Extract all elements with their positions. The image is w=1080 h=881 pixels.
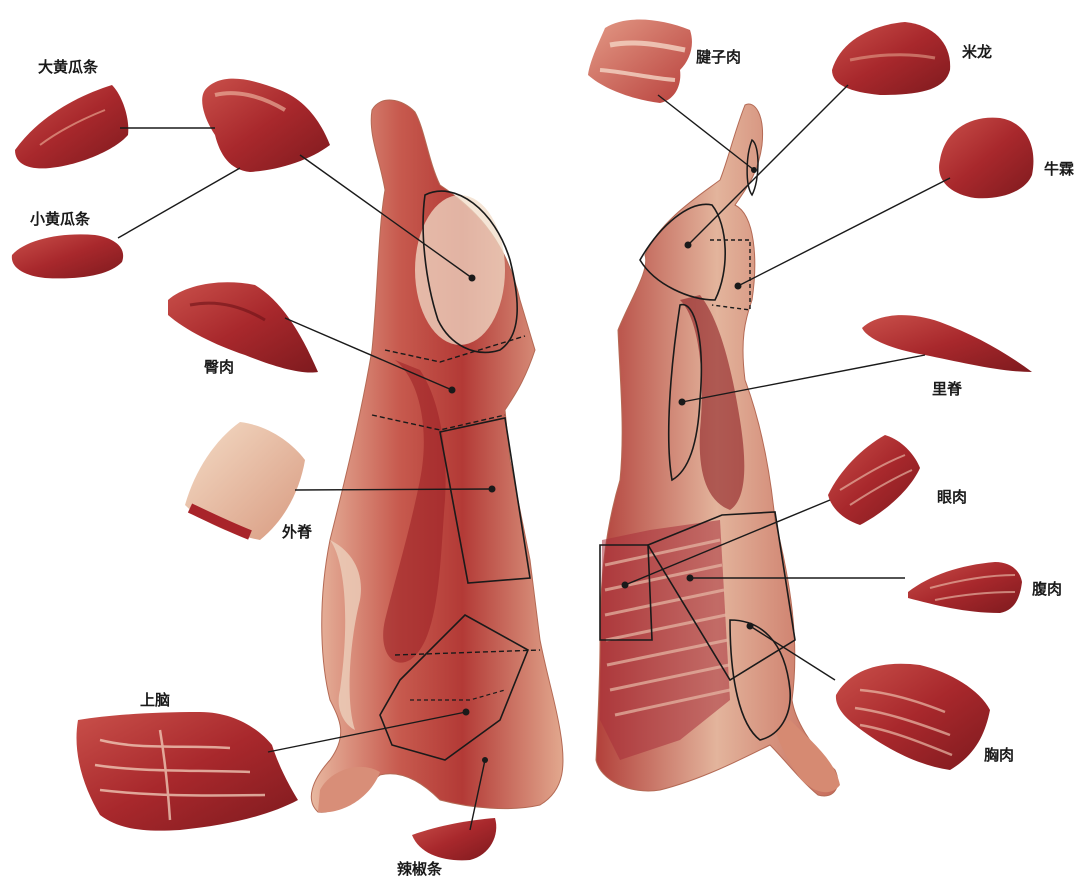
cut-niu-lin <box>939 118 1033 199</box>
cut-yan-rou <box>828 435 920 525</box>
label-xiong-rou: 胸肉 <box>984 748 1014 763</box>
label-la-jiao-tiao: 辣椒条 <box>397 862 442 877</box>
cut-da-huanggua-tiao <box>15 85 128 168</box>
left-carcass <box>311 100 563 812</box>
label-yan-rou: 眼肉 <box>937 490 967 505</box>
label-xiao-huanggua-tiao: 小黄瓜条 <box>30 212 90 227</box>
cut-li-ji <box>862 315 1032 372</box>
label-fu-rou: 腹肉 <box>1032 582 1062 597</box>
label-jian-zi-rou: 腱子肉 <box>696 50 741 65</box>
label-da-huanggua-tiao: 大黄瓜条 <box>38 60 98 75</box>
label-wai-ji: 外脊 <box>282 525 312 540</box>
cut-jian-zi-rou <box>588 20 692 103</box>
cut-xiao-huanggua-tiao <box>12 234 123 278</box>
cut-tun-rou <box>168 282 318 372</box>
right-carcass <box>596 104 840 796</box>
cut-fu-rou <box>908 562 1022 613</box>
label-tun-rou: 臀肉 <box>204 360 234 375</box>
label-niu-lin: 牛霖 <box>1044 162 1074 177</box>
label-shang-nao: 上脑 <box>140 693 170 708</box>
cut-xiong-rou <box>836 664 990 770</box>
cut-la-jiao-tiao <box>412 818 496 860</box>
label-mi-long: 米龙 <box>962 45 992 60</box>
label-li-ji: 里脊 <box>932 382 962 397</box>
